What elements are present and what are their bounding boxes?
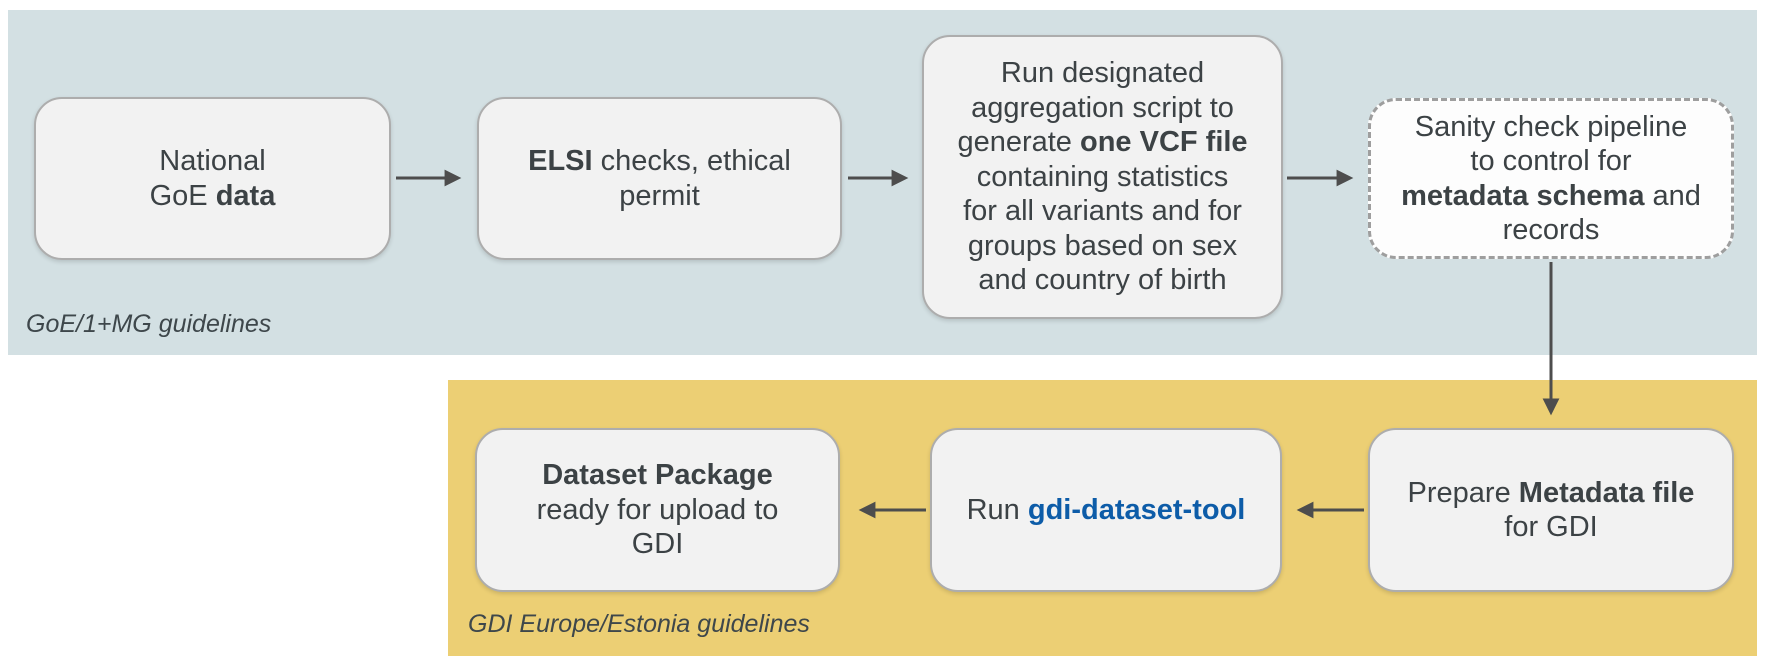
text-segment: one VCF file: [1079, 126, 1248, 159]
node-national-goe-data-text: National GoE data: [150, 144, 276, 213]
node-prepare-metadata-text: Prepare Metadata file for GDI: [1408, 476, 1695, 545]
text-segment: Sanity check pipeline to control for: [1414, 110, 1688, 178]
gdi-dataset-tool-link[interactable]: gdi-dataset-tool: [1027, 493, 1246, 526]
text-segment: data: [215, 179, 276, 212]
node-sanity-check-text: Sanity check pipeline to control for met…: [1401, 110, 1701, 248]
node-national-goe-data: National GoE data: [34, 97, 391, 260]
text-segment: metadata schema: [1401, 179, 1645, 212]
text-segment: containing statistics for all variants a…: [963, 160, 1242, 297]
text-segment: Run designated aggregation script to gen…: [957, 57, 1234, 159]
text-segment: National GoE: [149, 145, 266, 212]
text-segment: ready for upload to GDI: [536, 493, 779, 561]
text-segment: for GDI: [1504, 511, 1598, 543]
node-aggregation-script: Run designated aggregation script to gen…: [922, 35, 1283, 319]
node-run-gdi-dataset-tool: Run gdi-dataset-tool: [930, 428, 1282, 592]
region-gdi-guidelines-label: GDI Europe/Estonia guidelines: [468, 610, 810, 638]
text-segment: Run: [966, 493, 1028, 526]
node-aggregation-script-text: Run designated aggregation script to gen…: [957, 56, 1247, 298]
node-elsi-checks: ELSI checks, ethical permit: [477, 97, 842, 260]
region-goe-guidelines-label: GoE/1+MG guidelines: [26, 310, 272, 338]
node-elsi-checks-text: ELSI checks, ethical permit: [528, 144, 791, 213]
text-segment: Metadata file: [1518, 476, 1695, 509]
node-sanity-check: Sanity check pipeline to control for met…: [1368, 98, 1734, 259]
text-segment: Prepare: [1407, 476, 1519, 509]
node-dataset-package: Dataset Package ready for upload to GDI: [475, 428, 840, 592]
node-run-gdi-dataset-tool-text: Run gdi-dataset-tool: [967, 493, 1246, 528]
node-prepare-metadata: Prepare Metadata file for GDI: [1368, 428, 1734, 592]
text-segment: checks, ethical permit: [600, 145, 791, 212]
text-segment: ELSI: [528, 145, 593, 177]
text-segment: Dataset Package: [542, 459, 773, 492]
node-dataset-package-text: Dataset Package ready for upload to GDI: [537, 458, 779, 562]
text-segment: and records: [1502, 179, 1701, 247]
